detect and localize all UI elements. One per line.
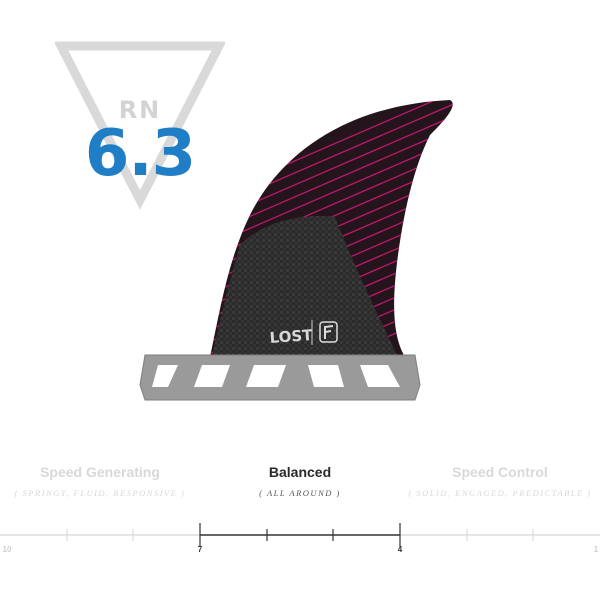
- category-title: Balanced: [268, 464, 332, 480]
- svg-text:LOST: LOST: [269, 326, 314, 347]
- triangle-outline-icon: [55, 41, 225, 210]
- category-title: Speed Control: [452, 464, 548, 480]
- tick-label: 10: [2, 545, 12, 554]
- fin-rating-badge: RN 6.3: [55, 40, 225, 210]
- category-speed-control: Speed Control ( SOLID, ENGAGED, PREDICTA…: [400, 464, 600, 498]
- tick-label: 1: [593, 545, 599, 554]
- category-subtitle: ( SPRINGY, FLUID, RESPONSIVE ): [14, 488, 186, 498]
- flex-axis: [0, 523, 600, 547]
- tick-label: 4: [397, 545, 403, 554]
- fin-rating-value: 6.3: [84, 117, 196, 191]
- fin-model-code: RN: [118, 96, 162, 124]
- category-subtitle: ( ALL AROUND ): [259, 488, 341, 498]
- flex-scale: Speed Generating ( SPRINGY, FLUID, RESPO…: [0, 455, 600, 600]
- category-speed-generating: Speed Generating ( SPRINGY, FLUID, RESPO…: [0, 464, 200, 498]
- category-subtitle: ( SOLID, ENGAGED, PREDICTABLE ): [408, 488, 592, 498]
- category-balanced: Balanced ( ALL AROUND ): [200, 464, 400, 498]
- category-title: Speed Generating: [40, 464, 160, 480]
- brand-logo-icon: LOST: [269, 326, 314, 347]
- futures-logo-icon: [319, 321, 338, 343]
- tick-label: 7: [197, 545, 203, 554]
- fin-image: LOST: [130, 95, 460, 415]
